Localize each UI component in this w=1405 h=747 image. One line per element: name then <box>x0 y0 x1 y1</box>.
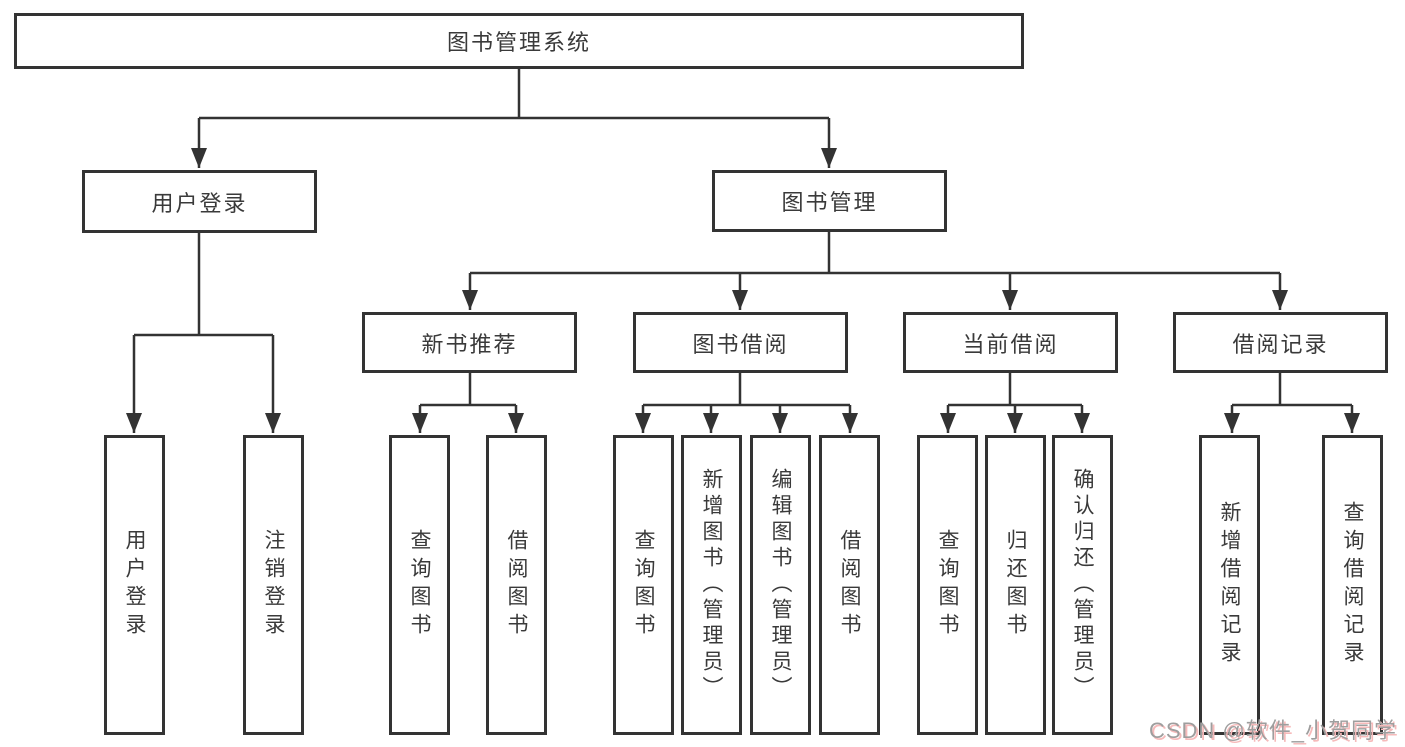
leaf-user-login: 用户登录 <box>104 435 165 735</box>
node-new-book-recommend-label: 新书推荐 <box>421 331 518 357</box>
leaf-query-books-2-label: 查询图书 <box>632 529 655 641</box>
node-current-borrow: 当前借阅 <box>903 312 1118 373</box>
leaf-confirm-return-admin-label: 确认归还（管理员） <box>1071 468 1094 702</box>
leaf-add-borrow-record: 新增借阅记录 <box>1199 435 1260 735</box>
leaf-query-books-1-label: 查询图书 <box>408 529 431 641</box>
leaf-logout: 注销登录 <box>243 435 304 735</box>
leaf-query-books-3-label: 查询图书 <box>936 529 959 641</box>
leaf-borrow-books-1-label: 借阅图书 <box>505 529 528 641</box>
leaf-logout-label: 注销登录 <box>262 529 285 641</box>
leaf-confirm-return-admin: 确认归还（管理员） <box>1052 435 1113 735</box>
node-root-label: 图书管理系统 <box>446 30 591 55</box>
leaf-query-books-2: 查询图书 <box>613 435 674 735</box>
leaf-query-borrow-record: 查询借阅记录 <box>1322 435 1383 735</box>
node-book-management-branch: 图书管理 <box>712 170 947 232</box>
leaf-edit-book-admin-label: 编辑图书（管理员） <box>769 468 792 702</box>
leaf-borrow-books-2-label: 借阅图书 <box>838 529 861 641</box>
leaf-query-books-3: 查询图书 <box>917 435 978 735</box>
node-new-book-recommend: 新书推荐 <box>362 312 577 373</box>
node-user-login-branch: 用户登录 <box>82 170 317 233</box>
leaf-borrow-books-2: 借阅图书 <box>819 435 880 735</box>
leaf-add-book-admin-label: 新增图书（管理员） <box>700 468 723 702</box>
leaf-edit-book-admin: 编辑图书（管理员） <box>750 435 811 735</box>
node-book-management-branch-label: 图书管理 <box>781 190 878 215</box>
leaf-add-book-admin: 新增图书（管理员） <box>681 435 742 735</box>
leaf-user-login-label: 用户登录 <box>123 529 146 641</box>
leaf-borrow-books-1: 借阅图书 <box>486 435 547 735</box>
node-borrow-records-label: 借阅记录 <box>1232 331 1329 357</box>
leaf-return-book: 归还图书 <box>985 435 1046 735</box>
node-user-login-branch-label: 用户登录 <box>151 190 248 216</box>
leaf-return-book-label: 归还图书 <box>1004 529 1027 641</box>
node-borrow-records: 借阅记录 <box>1173 312 1388 373</box>
node-current-borrow-label: 当前借阅 <box>962 331 1059 357</box>
node-root: 图书管理系统 <box>14 13 1024 69</box>
leaf-add-borrow-record-label: 新增借阅记录 <box>1218 501 1241 669</box>
leaf-query-borrow-record-label: 查询借阅记录 <box>1341 501 1364 669</box>
node-book-borrow: 图书借阅 <box>633 312 848 373</box>
csdn-watermark: CSDN @软件_小贺同学 <box>1148 718 1397 743</box>
node-book-borrow-label: 图书借阅 <box>692 331 789 357</box>
leaf-query-books-1: 查询图书 <box>389 435 450 735</box>
